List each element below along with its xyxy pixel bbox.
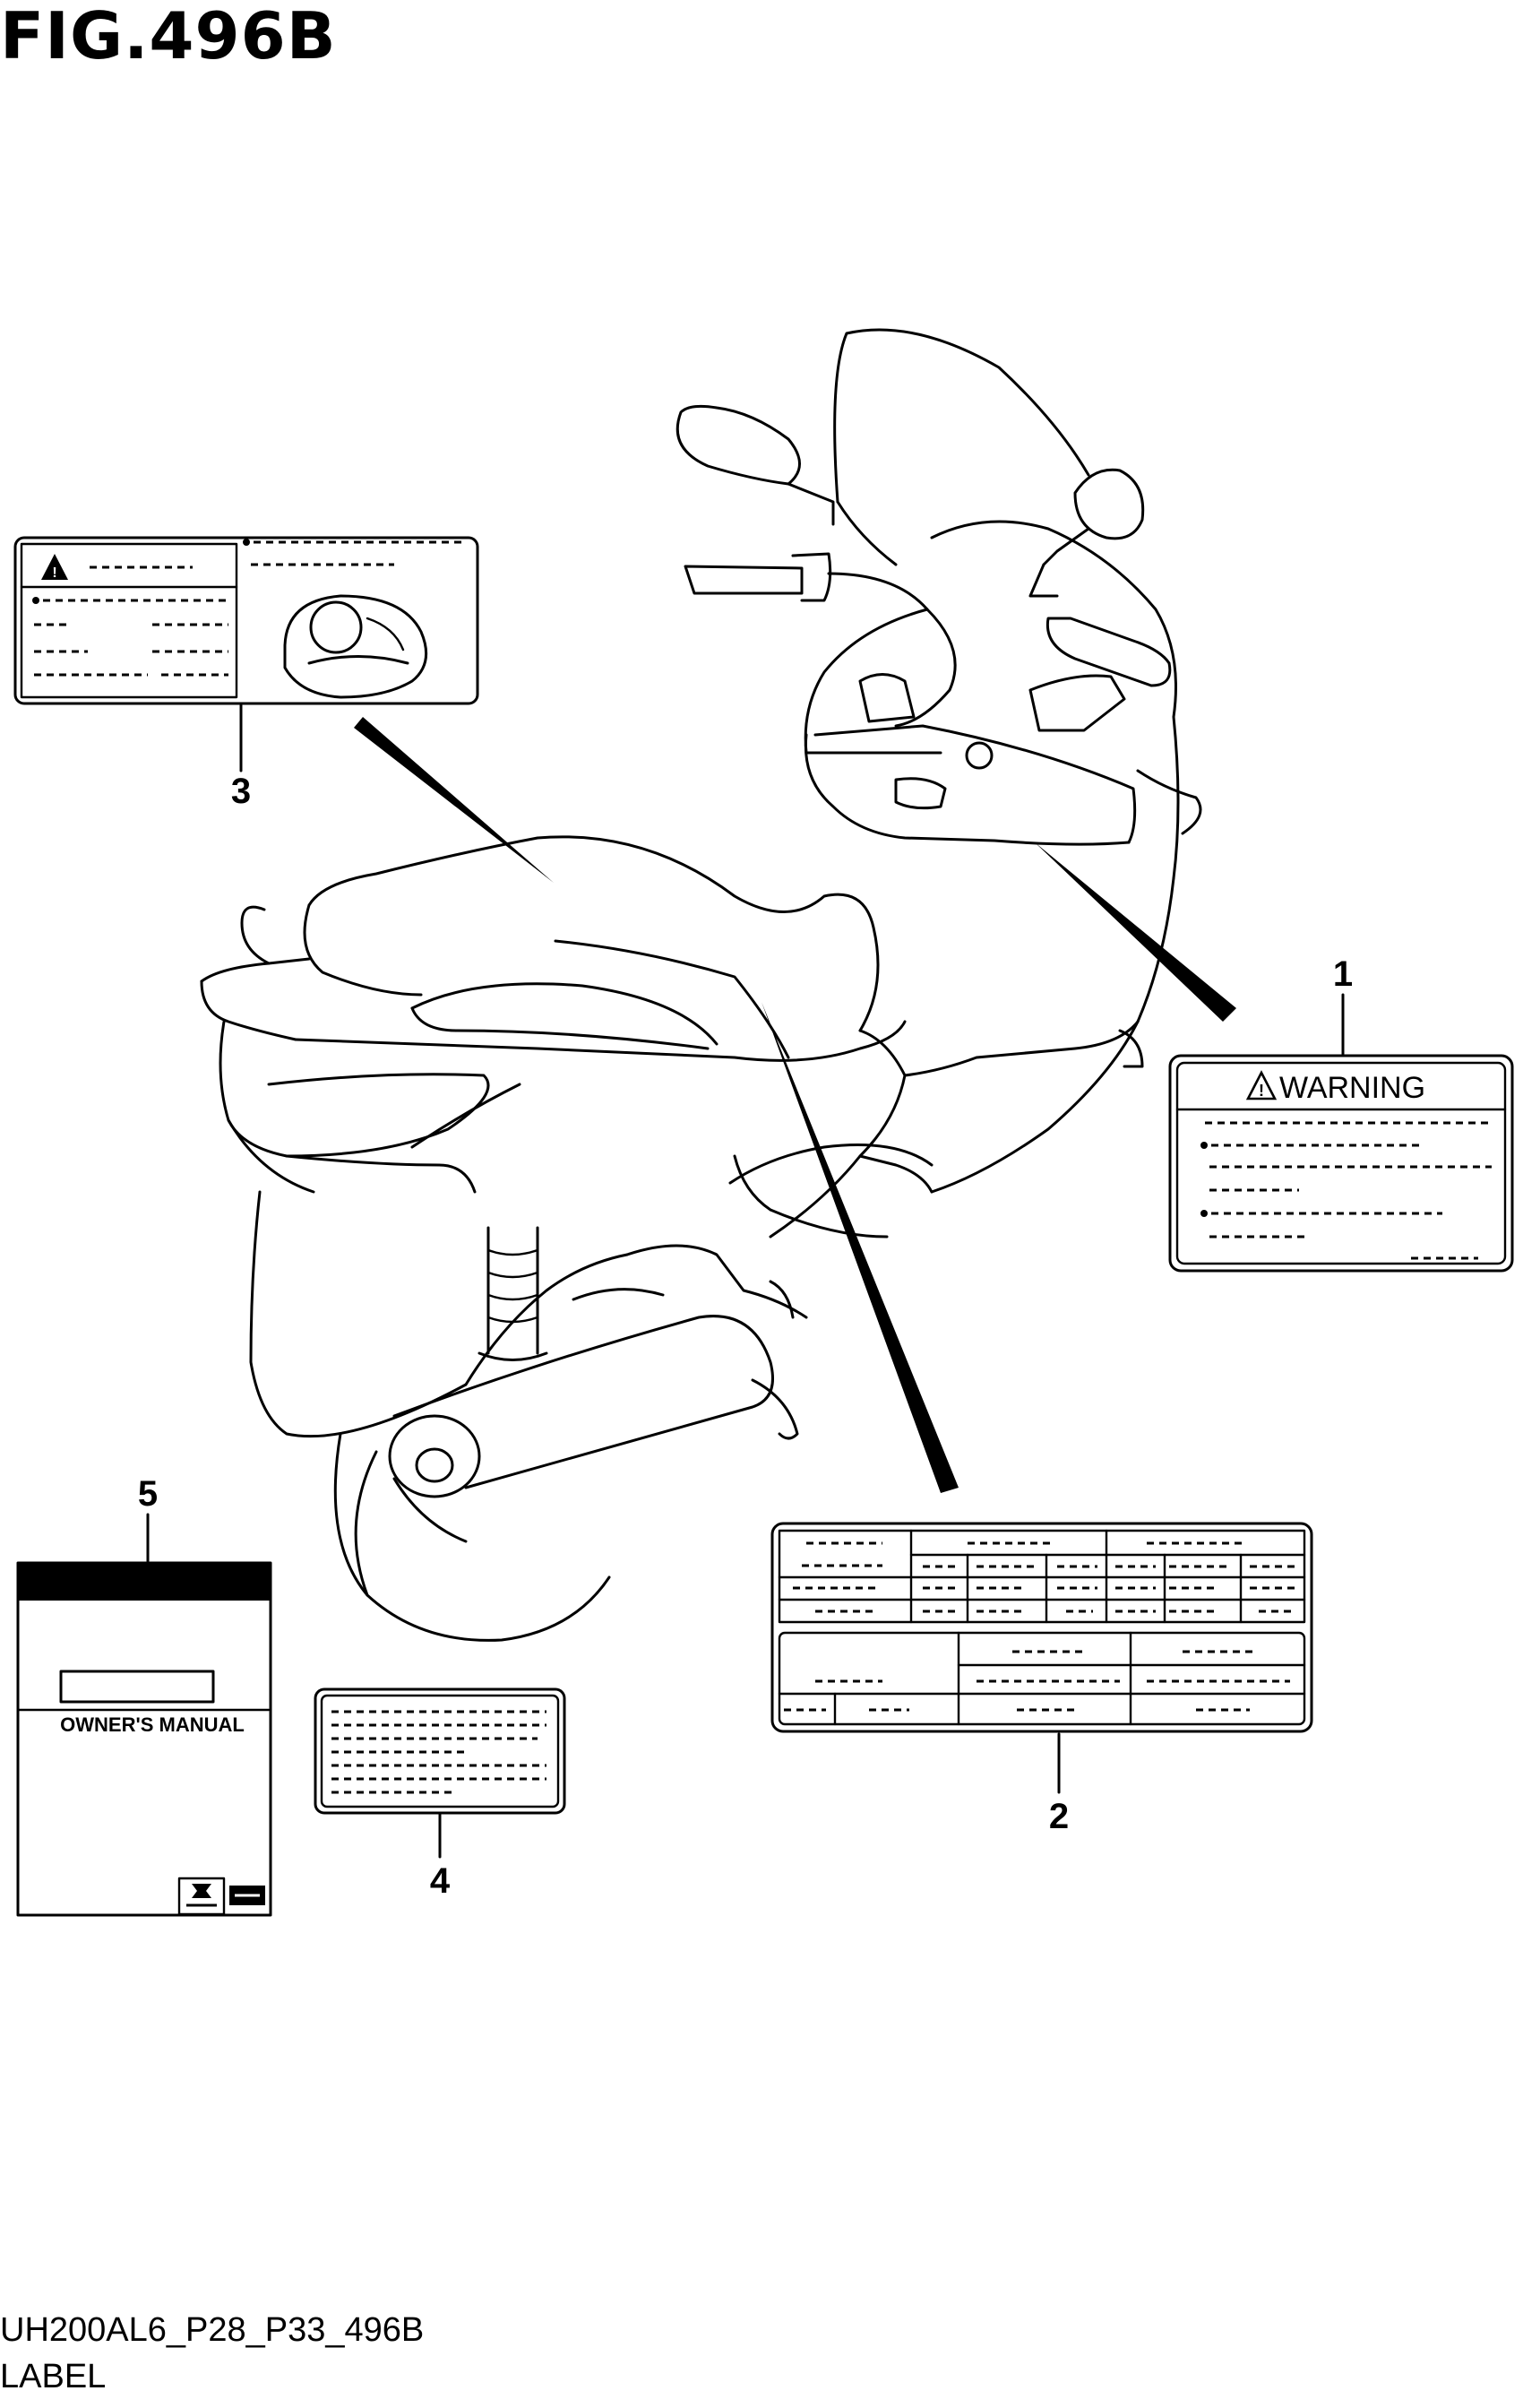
manual-title: OWNER'S MANUAL [60,1713,245,1736]
label-3-helmet: ! [13,536,479,705]
callout-leaders [146,703,1345,1859]
callout-5: 5 [138,1474,158,1514]
figure-code: UH200AL6_P28_P33_496B [0,2311,425,2349]
figure-section: LABEL [0,2358,107,2395]
label-4-small [314,1687,566,1815]
svg-text:!: ! [52,565,56,581]
warning-triangle-icon [1245,1070,1278,1100]
figure-title: FIG.496B [0,0,337,73]
callout-3: 3 [231,772,251,811]
label-2-table [770,1522,1313,1733]
owners-manual: OWNER'S MANUAL [16,1561,272,1917]
warning-triangle-icon [41,554,68,580]
svg-text:!: ! [1259,1082,1264,1100]
callout-2: 2 [1049,1797,1069,1836]
label-1-heading: WARNING [1279,1071,1425,1105]
leader-lines [354,717,1236,1493]
callout-1: 1 [1333,954,1353,994]
label-1-warning: ! WARNING [1168,1054,1514,1273]
callout-4: 4 [430,1861,451,1901]
leader-label-2 [762,1002,959,1493]
scooter-drawing [200,328,1202,1642]
suzuki-logo-icon [186,1884,217,1907]
leader-label-1 [1035,842,1236,1022]
leader-label-3 [354,717,554,883]
